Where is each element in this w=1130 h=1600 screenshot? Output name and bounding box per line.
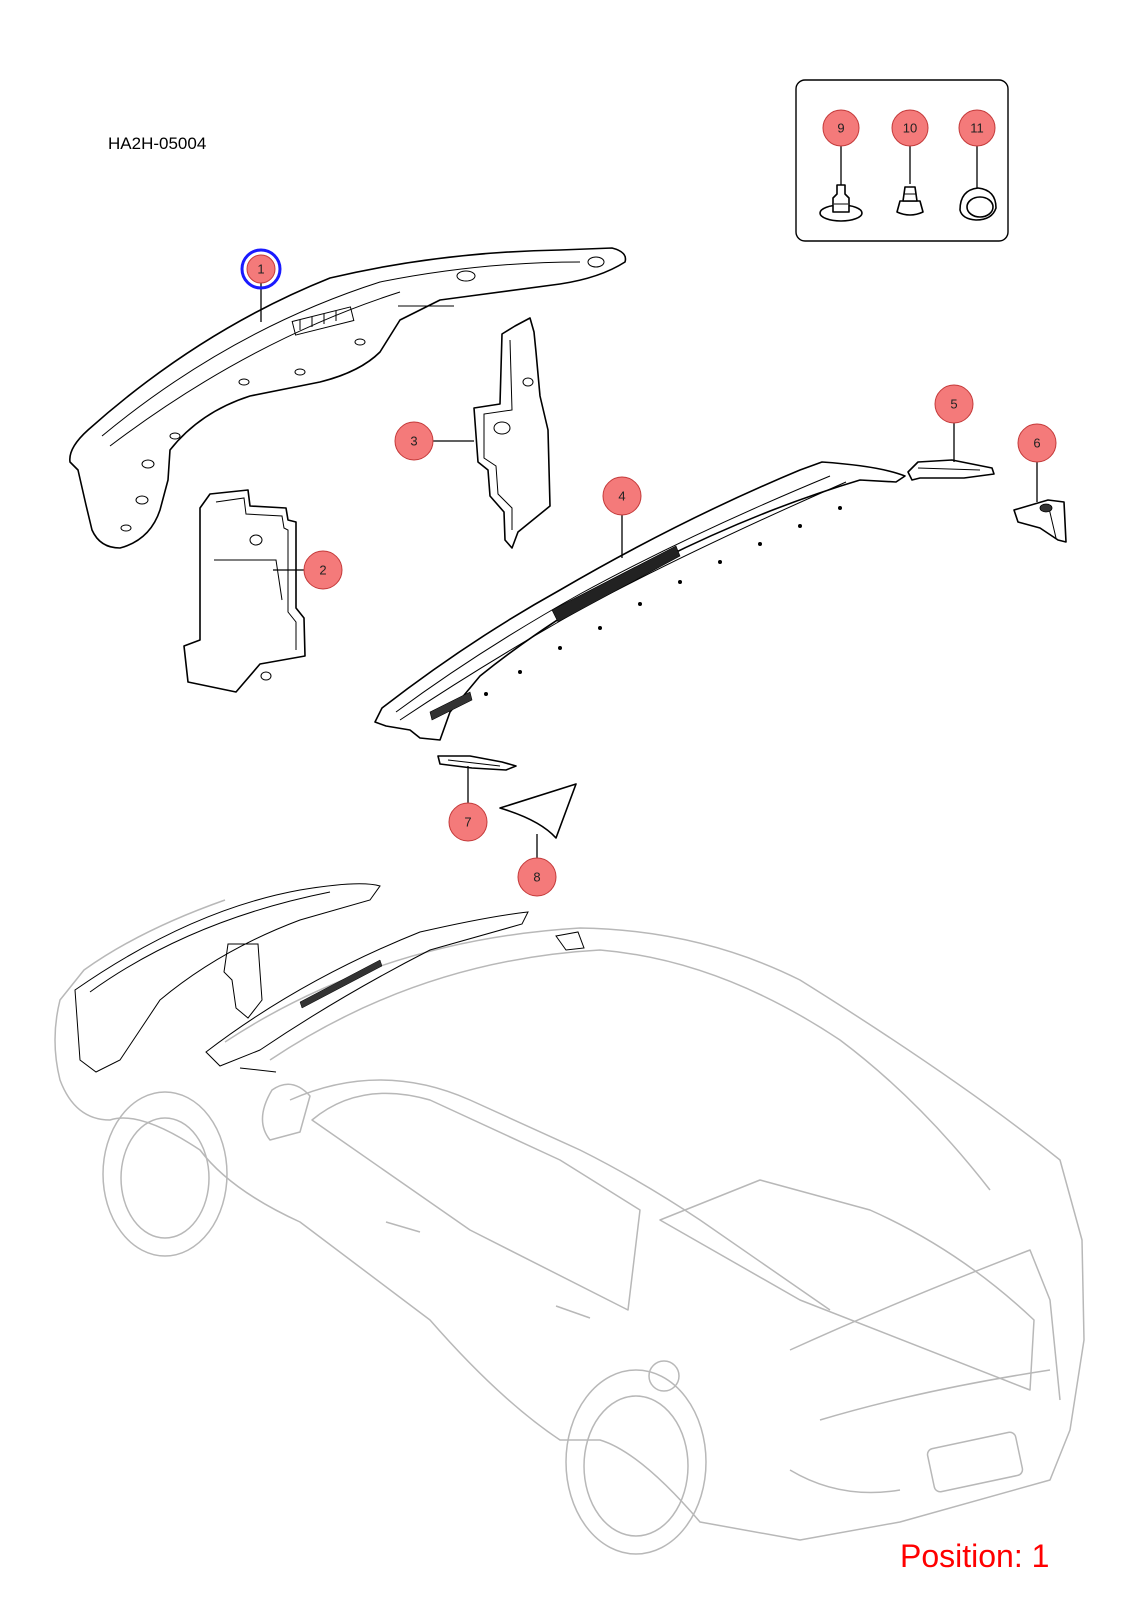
callout-7[interactable]: 7 <box>448 802 488 842</box>
car-body-outline <box>54 899 1085 1555</box>
callout-1[interactable]: 1 <box>240 248 282 290</box>
seal-part-2[interactable] <box>183 489 306 693</box>
callout-7-label: 7 <box>464 815 471 830</box>
callout-8[interactable]: 8 <box>517 857 557 897</box>
callout-9[interactable]: 9 <box>822 109 860 147</box>
callout-2[interactable]: 2 <box>303 550 343 590</box>
bracket-part-7[interactable] <box>437 755 517 771</box>
pad-part-8[interactable] <box>499 783 577 839</box>
callout-6-label: 6 <box>1033 436 1040 451</box>
cowl-top-panel-part-1[interactable] <box>69 247 627 549</box>
installed-parts-on-car <box>74 883 585 1073</box>
end-cap-part-6[interactable] <box>1013 499 1067 543</box>
fastener-inset-box <box>795 79 1009 242</box>
clip-part-10[interactable] <box>896 186 924 216</box>
seal-part-3[interactable] <box>473 317 551 549</box>
callout-5-label: 5 <box>950 397 957 412</box>
extension-part-5[interactable] <box>907 459 995 481</box>
cowl-grille-part-4[interactable] <box>374 461 906 741</box>
callout-3[interactable]: 3 <box>394 421 434 461</box>
callout-10[interactable]: 10 <box>891 109 929 147</box>
callout-4-label: 4 <box>618 489 625 504</box>
callout-11-label: 11 <box>970 121 984 136</box>
clip-part-11[interactable] <box>959 187 997 221</box>
callout-9-label: 9 <box>837 121 844 136</box>
callout-3-label: 3 <box>410 434 417 449</box>
callout-2-label: 2 <box>319 563 326 578</box>
callout-11[interactable]: 11 <box>958 109 996 147</box>
callout-10-label: 10 <box>903 121 917 136</box>
callout-5[interactable]: 5 <box>934 384 974 424</box>
callout-4[interactable]: 4 <box>602 476 642 516</box>
diagram-code: HA2H-05004 <box>108 134 207 153</box>
clip-part-9[interactable] <box>819 184 863 222</box>
callout-1-label: 1 <box>257 262 264 277</box>
callout-8-label: 8 <box>533 870 540 885</box>
position-label: Position: 1 <box>900 1538 1050 1574</box>
callout-6[interactable]: 6 <box>1017 423 1057 463</box>
